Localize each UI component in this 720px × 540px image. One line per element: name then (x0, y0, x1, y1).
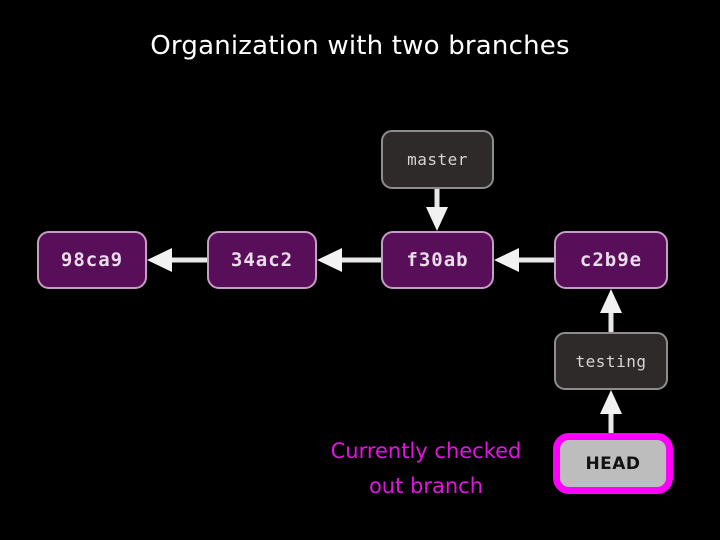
branch-label-master-text: master (407, 150, 468, 169)
callout-line-2: out branch (368, 474, 484, 498)
commit-node-c2b9e[interactable]: c2b9e (554, 231, 668, 289)
arrow-c2b9e-to-f30ab (494, 248, 554, 272)
branch-label-testing[interactable]: testing (554, 332, 668, 390)
commit-node-f30ab-text: f30ab (406, 249, 469, 271)
branch-label-testing-text: testing (575, 351, 647, 371)
arrow-f30ab-to-34ac2 (317, 248, 381, 272)
arrow-testing-to-c2b9e (600, 289, 622, 332)
commit-node-98ca9-text: 98ca9 (60, 249, 124, 271)
callout-line-1: Currently checked (330, 439, 522, 463)
commit-node-c2b9e-text: c2b9e (579, 249, 643, 271)
branch-label-master[interactable]: master (381, 130, 494, 189)
callout-currently-checked-out-branch: Currently checked out branch (300, 434, 552, 504)
head-pointer-node-text: HEAD (585, 453, 641, 474)
arrow-master-to-f30ab (426, 189, 448, 231)
commit-node-98ca9[interactable]: 98ca9 (37, 231, 147, 289)
commit-node-34ac2[interactable]: 34ac2 (207, 231, 317, 289)
page-title: Organization with two branches (150, 31, 570, 61)
commit-node-f30ab[interactable]: f30ab (381, 231, 494, 289)
commit-node-34ac2-text: 34ac2 (230, 249, 294, 271)
head-pointer-node[interactable]: HEAD (553, 433, 673, 494)
arrow-head-to-testing (600, 390, 622, 433)
arrow-34ac2-to-98ca9 (147, 248, 207, 272)
